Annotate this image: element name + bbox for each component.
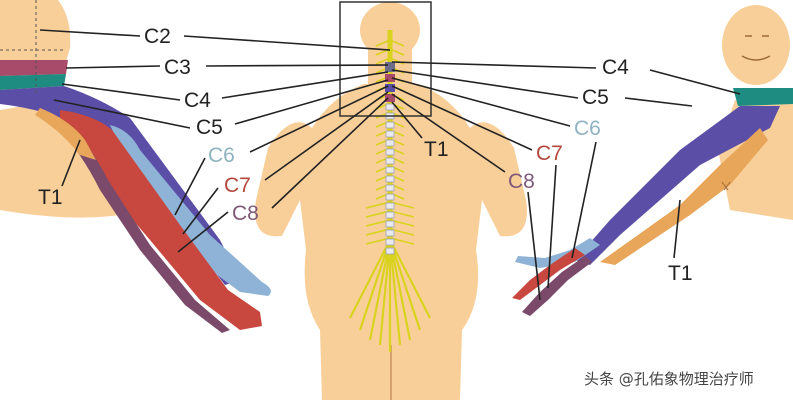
vertebra	[385, 193, 395, 201]
vertebra	[385, 148, 395, 156]
vertebra	[385, 157, 395, 165]
label-left-c4: C4	[184, 89, 211, 112]
vertebra	[385, 139, 395, 147]
label-right-t1: T1	[668, 262, 693, 285]
vertebra	[385, 202, 395, 210]
vertebra	[385, 247, 395, 255]
label-left-t1: T1	[38, 186, 63, 209]
label-left-c2: C2	[144, 25, 171, 48]
neck-highlight-box	[339, 1, 432, 117]
vertebra	[385, 130, 395, 138]
label-right-c5: C5	[582, 86, 609, 109]
vertebra	[385, 211, 395, 219]
spinal-nerves	[349, 30, 431, 352]
nerve-branch	[375, 39, 391, 47]
vertebra	[385, 103, 395, 111]
left-arm-figure	[0, 0, 271, 333]
vertebra	[385, 121, 395, 129]
nerve-branch	[375, 57, 391, 65]
label-left-c8: C8	[232, 202, 259, 225]
vertebra	[385, 184, 395, 192]
nerve-branch	[389, 39, 405, 47]
vertebra	[385, 220, 395, 228]
label-left-c5: C5	[196, 116, 223, 139]
label-right-c6: C6	[574, 117, 601, 140]
label-left-c3: C3	[164, 56, 191, 79]
label-right-c7: C7	[536, 142, 563, 165]
label-left-c7: C7	[224, 174, 251, 197]
label-left-c6: C6	[208, 144, 235, 167]
nerve-branch	[389, 48, 405, 56]
vertebra	[385, 175, 395, 183]
label-spine-t1: T1	[424, 138, 449, 161]
label-right-c4: C4	[602, 56, 629, 79]
leader-lines	[39, 29, 741, 301]
vertebra	[385, 229, 395, 237]
watermark: 头条 @孔佑象物理治疗师	[584, 370, 754, 388]
vertebra	[385, 238, 395, 246]
vertebra	[385, 166, 395, 174]
label-right-c8: C8	[508, 170, 535, 193]
